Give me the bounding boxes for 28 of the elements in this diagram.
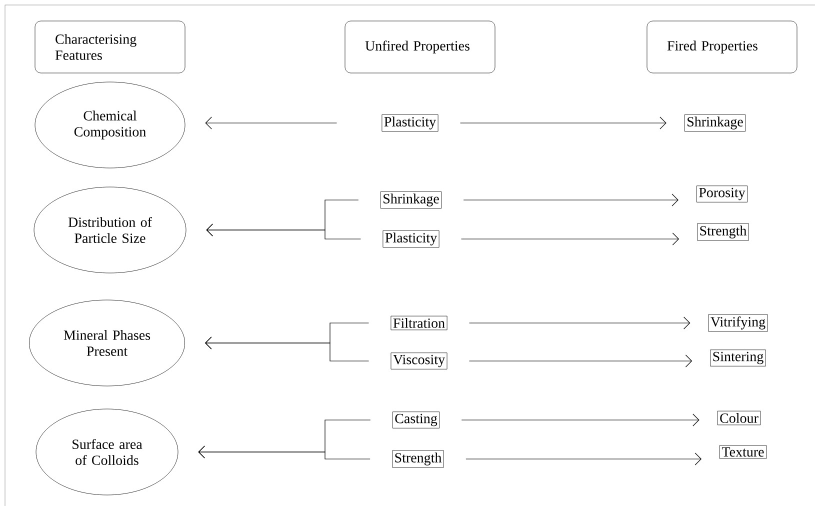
column-header: Characterising Features [34, 20, 186, 74]
property-box: Shrinkage [380, 191, 442, 209]
arrow [205, 116, 338, 130]
property-box: Shrinkage [684, 114, 746, 132]
property-box: Strength [392, 450, 444, 468]
arrow [204, 336, 370, 362]
arrow [206, 224, 362, 240]
column-header: Unfired Properties [344, 20, 496, 74]
property-box: Viscosity [390, 352, 448, 370]
property-box: Porosity [696, 186, 748, 202]
arrow [198, 446, 370, 460]
property-box: Filtration [390, 316, 448, 330]
property-box: Colour [717, 410, 761, 426]
arrow [468, 354, 692, 368]
property-box: Casting [392, 412, 440, 428]
arrow [466, 452, 702, 466]
arrow [461, 414, 700, 426]
property-box: Plasticity [382, 230, 440, 248]
arrow [468, 316, 690, 330]
property-box: Strength [697, 223, 749, 241]
arrow [460, 116, 666, 130]
property-box: Vitrifying [708, 314, 768, 332]
arrow [460, 232, 680, 246]
property-box: Plasticity [382, 114, 438, 132]
property-box: Texture [720, 445, 766, 459]
arrow [463, 194, 678, 206]
column-header: Fired Properties [646, 20, 798, 74]
property-box: Sintering [710, 350, 766, 366]
